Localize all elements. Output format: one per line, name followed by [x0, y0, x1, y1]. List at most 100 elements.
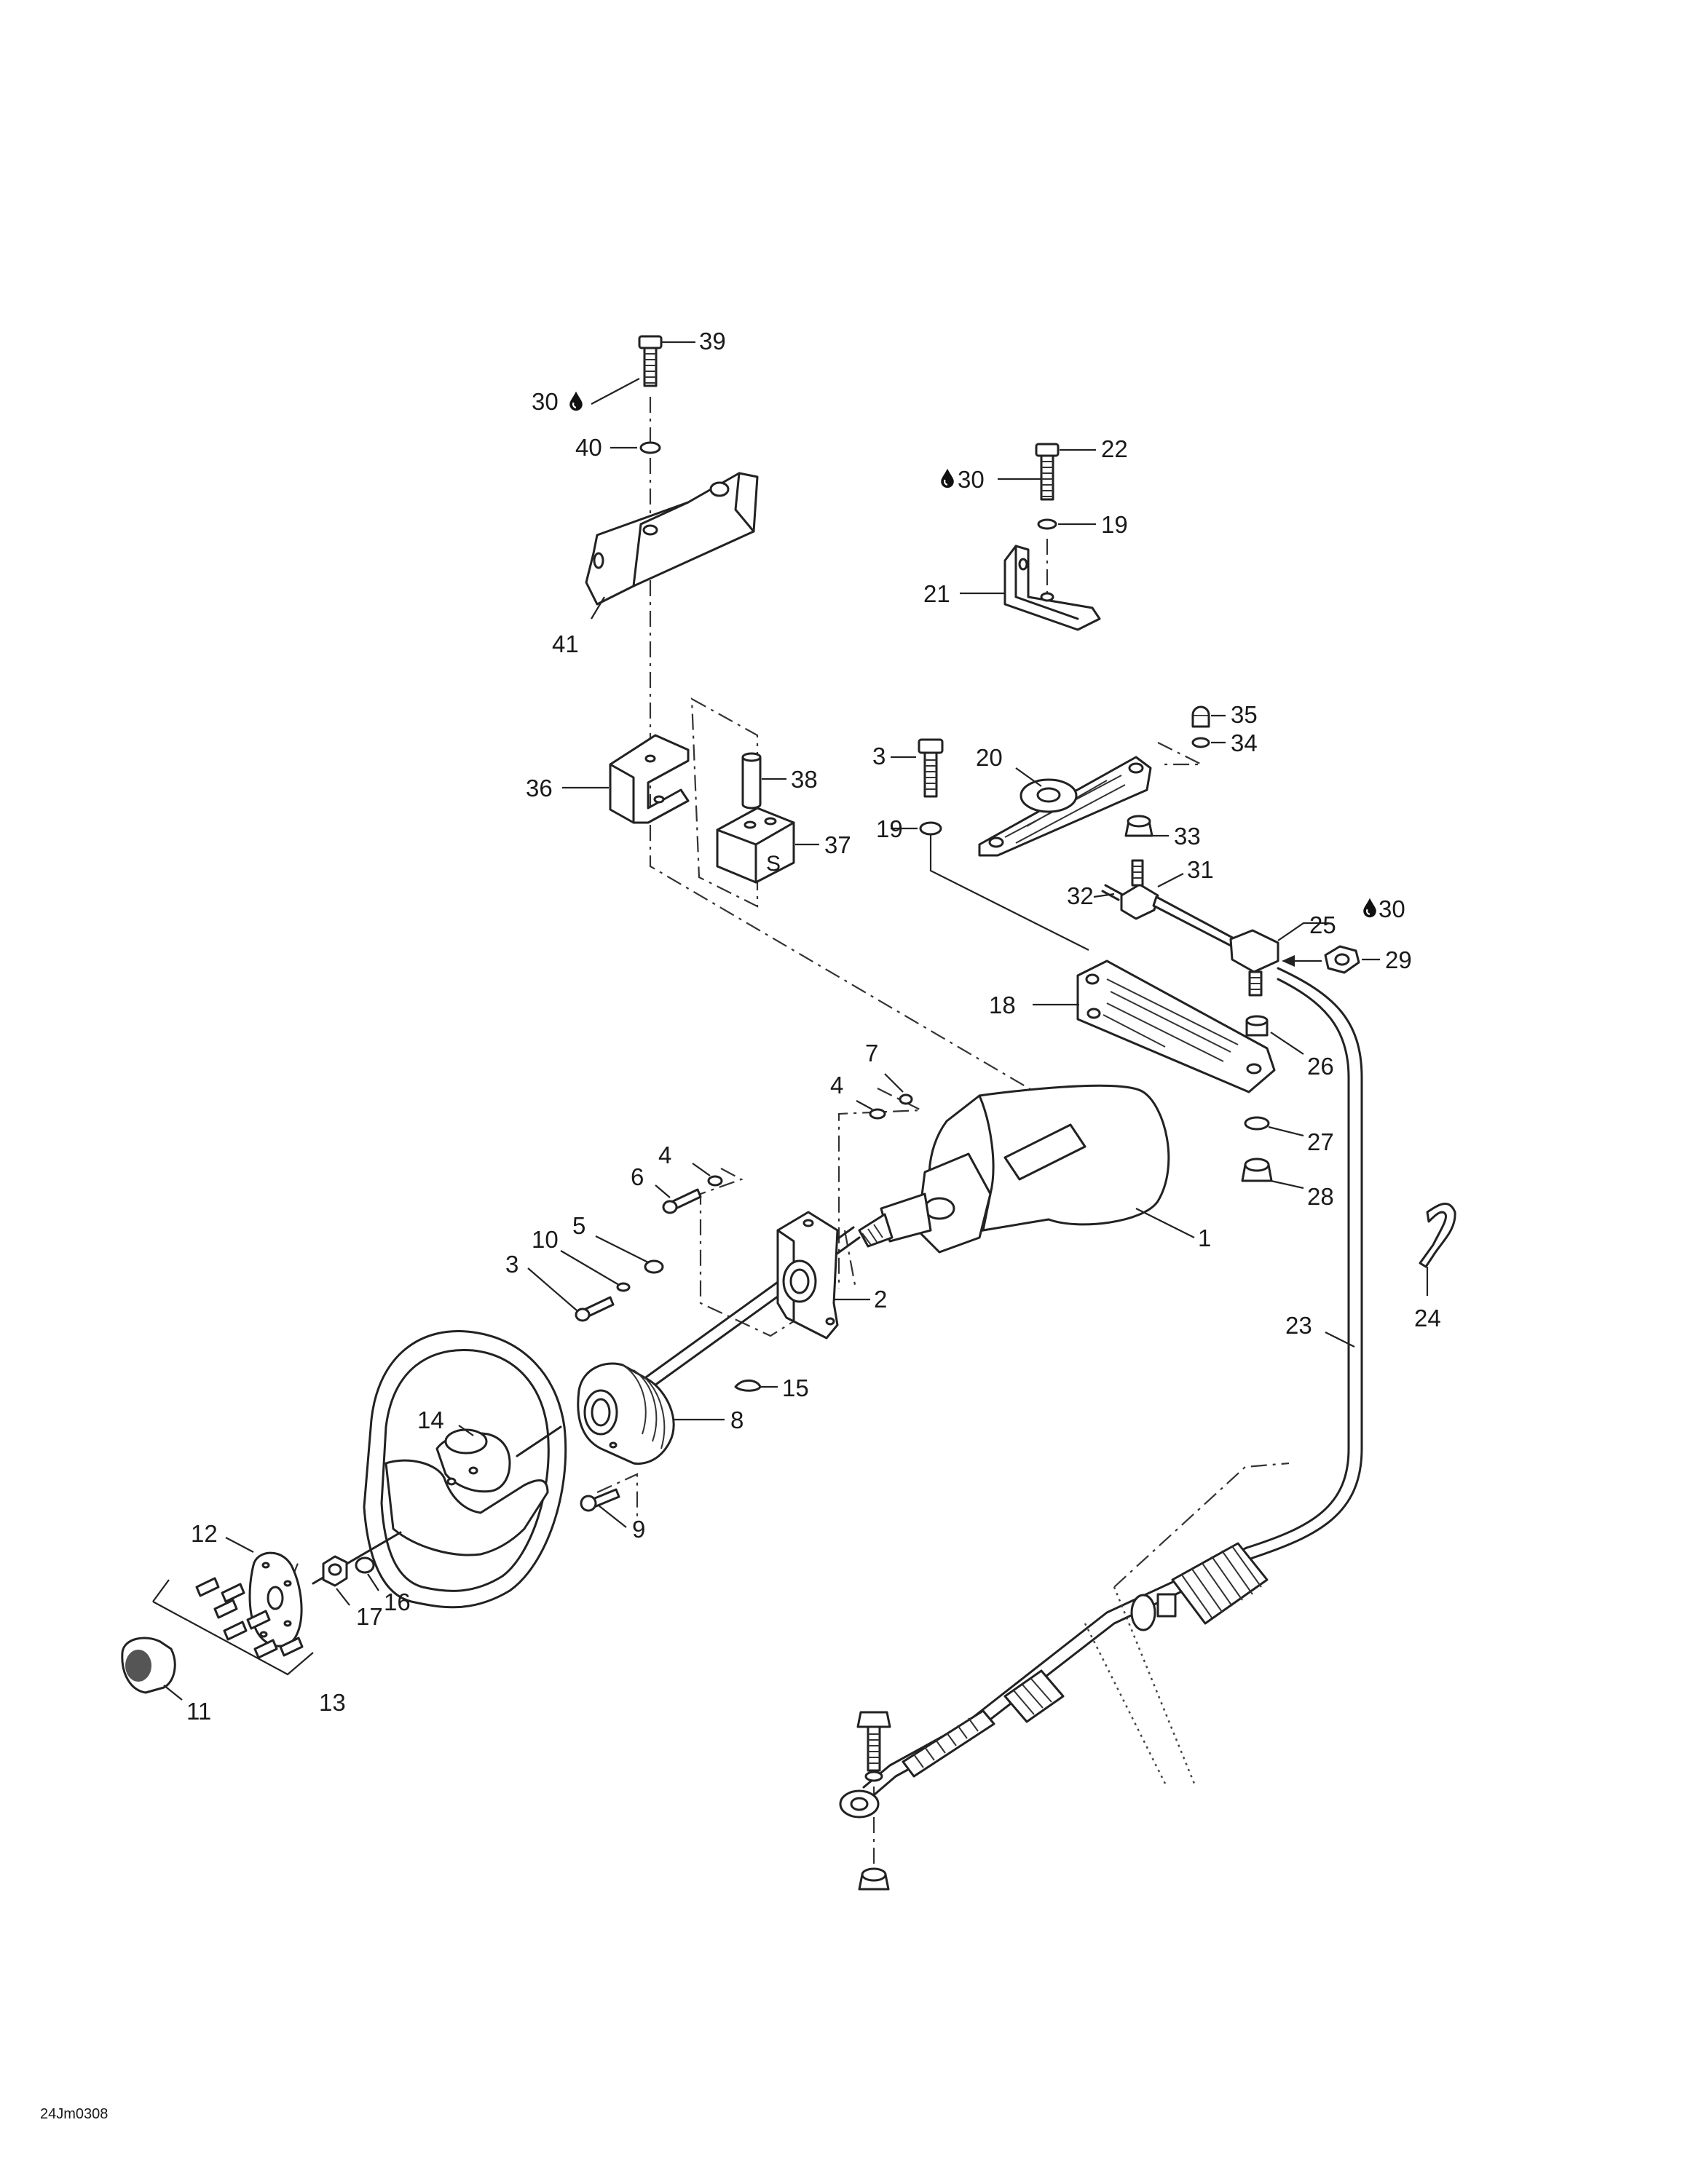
callout-3: 3 — [872, 743, 886, 769]
callout-6: 6 — [631, 1163, 644, 1190]
callout-5: 5 — [572, 1212, 585, 1239]
callout-labels: 39 30 40 41 22 30 19 21 35 34 36 38 37 3… — [186, 328, 1441, 1725]
callout-41: 41 — [552, 630, 579, 657]
callout-19: 19 — [1101, 511, 1128, 538]
nut-29 — [1324, 945, 1360, 974]
callout-40: 40 — [575, 434, 602, 461]
callout-11: 11 — [186, 1698, 211, 1725]
mounting-bracket-21 — [1003, 545, 1101, 631]
callout-21: 21 — [923, 580, 950, 607]
callout-30: 30 — [1379, 895, 1405, 922]
callout-26: 26 — [1307, 1053, 1334, 1080]
washer-40 — [639, 441, 661, 454]
pin-38 — [741, 752, 762, 810]
nut-lower-cable — [858, 1867, 890, 1891]
key-15 — [734, 1379, 762, 1392]
screws-13 — [195, 1577, 304, 1659]
callout-17: 17 — [356, 1603, 383, 1630]
stud-32 — [1101, 884, 1123, 901]
callout-28: 28 — [1307, 1183, 1334, 1210]
callout-8: 8 — [730, 1406, 744, 1433]
support-plate-18 — [1076, 960, 1276, 1093]
spacer-26 — [1245, 1015, 1269, 1037]
mounting-bracket-41 — [585, 472, 759, 606]
washer-5 — [644, 1259, 664, 1274]
steering-wheel-14 — [363, 1330, 567, 1609]
callout-12: 12 — [191, 1520, 218, 1547]
callout-15: 15 — [782, 1374, 809, 1401]
callout-4: 4 — [830, 1072, 843, 1099]
washer-16 — [355, 1556, 375, 1574]
bulkhead-outline — [1084, 1586, 1196, 1784]
washer-19-upper — [1037, 518, 1057, 530]
washer-34 — [1191, 737, 1210, 748]
washer-27 — [1244, 1116, 1270, 1131]
callout-10: 10 — [532, 1226, 559, 1253]
washer-4-upper — [869, 1108, 886, 1120]
washer-10 — [616, 1282, 631, 1292]
callout-14: 14 — [417, 1406, 444, 1433]
cable-eye-end — [839, 1789, 880, 1819]
callout-36: 36 — [526, 775, 553, 802]
callout-19: 19 — [876, 815, 903, 842]
callout-37: 37 — [824, 831, 851, 858]
bolt-22 — [1035, 443, 1060, 501]
nut-7 — [899, 1093, 913, 1105]
callout-29: 29 — [1385, 946, 1412, 973]
nut-33 — [1124, 815, 1153, 837]
screw-9 — [580, 1488, 620, 1512]
loctite-drop-icon — [1362, 897, 1377, 919]
callout-31: 31 — [1187, 856, 1214, 883]
callout-9: 9 — [632, 1516, 645, 1543]
joint-25 — [1229, 929, 1279, 997]
callout-18: 18 — [989, 992, 1016, 1018]
washer-4-lower — [707, 1175, 723, 1187]
callout-30: 30 — [532, 388, 559, 415]
bolt-lower-cable — [856, 1711, 891, 1772]
washer-lower-cable — [864, 1770, 883, 1782]
callout-2: 2 — [874, 1286, 887, 1313]
nut-17 — [322, 1555, 348, 1587]
washer-19-lower — [919, 821, 942, 836]
nut-28 — [1241, 1158, 1273, 1182]
callout-1: 1 — [1198, 1224, 1211, 1251]
callout-7: 7 — [865, 1040, 878, 1067]
callout-30: 30 — [958, 466, 985, 493]
loctite-drop-icon — [940, 467, 955, 489]
callout-20: 20 — [976, 744, 1003, 771]
callout-34: 34 — [1231, 729, 1258, 756]
leader-lines — [163, 341, 1429, 1701]
callout-25: 25 — [1309, 911, 1336, 938]
svg-text:S: S — [766, 852, 781, 876]
bracket-13 — [152, 1579, 314, 1676]
callout-23: 23 — [1285, 1312, 1312, 1339]
mounting-plate-2 — [776, 1211, 839, 1340]
screw-3-lower — [575, 1296, 615, 1322]
ball-joint-31 — [1120, 859, 1159, 920]
callout-4: 4 — [658, 1142, 671, 1168]
callout-27: 27 — [1307, 1128, 1334, 1155]
helm-unit-1 — [858, 1084, 1170, 1254]
cap-nut-35 — [1191, 705, 1210, 728]
callout-16: 16 — [384, 1588, 411, 1615]
cable-threaded-end — [902, 1669, 1065, 1778]
screw-6 — [662, 1188, 702, 1214]
assembly-centerlines — [262, 397, 1290, 1864]
arrow-head — [1282, 955, 1295, 967]
callout-35: 35 — [1231, 701, 1258, 728]
bolt-3-upper — [918, 738, 944, 798]
link-rod — [1152, 895, 1239, 949]
callout-33: 33 — [1174, 823, 1201, 850]
block-37: S — [716, 807, 795, 884]
callout-3: 3 — [505, 1251, 518, 1278]
callout-39: 39 — [699, 328, 726, 355]
callout-24: 24 — [1414, 1305, 1441, 1332]
callout-13: 13 — [319, 1689, 346, 1716]
hub-adapter-8 — [577, 1362, 675, 1465]
callout-38: 38 — [791, 766, 818, 793]
loctite-drop-icon — [569, 390, 583, 412]
cable-boot — [1130, 1542, 1269, 1631]
hub-plate-12 — [248, 1551, 303, 1647]
callout-22: 22 — [1101, 435, 1128, 462]
